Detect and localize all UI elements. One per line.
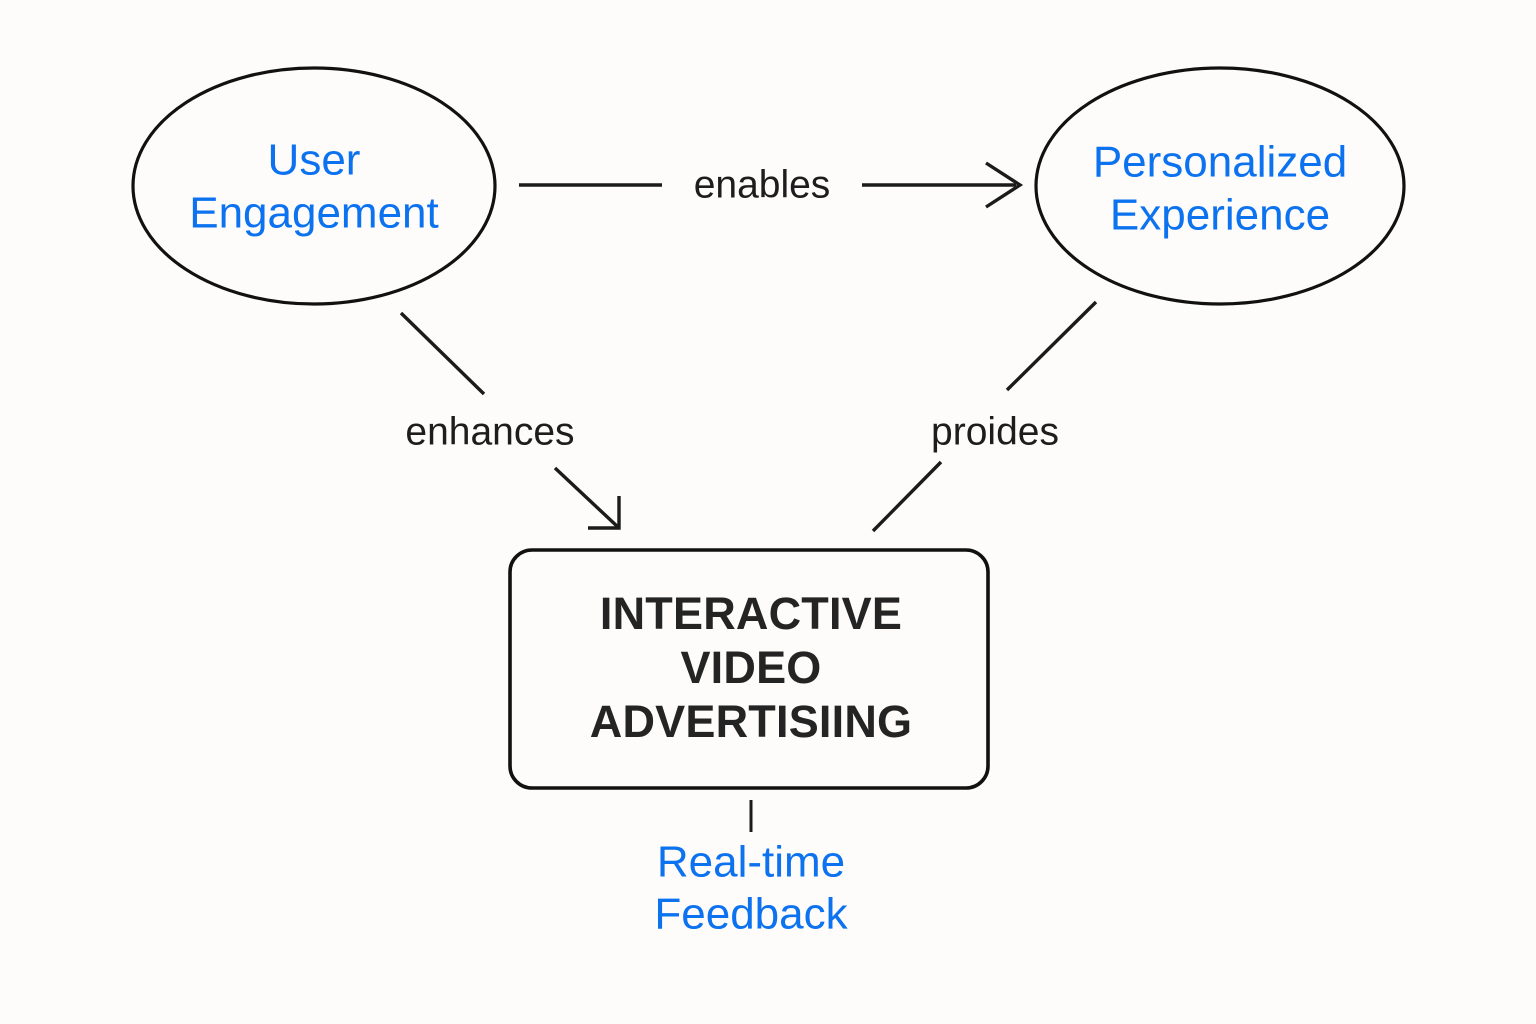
node-personalized-experience-label-line1: Personalized: [1093, 138, 1347, 187]
edge-proides-label: proides: [931, 410, 1059, 453]
node-personalized-experience-shape[interactable]: [1034, 66, 1406, 306]
node-user-engagement-shape[interactable]: [131, 66, 497, 306]
edge-proides-segment-lower: [871, 460, 943, 533]
node-user-engagement[interactable]: User Engagement: [131, 66, 497, 306]
node-personalized-experience-label-line2: Experience: [1110, 191, 1330, 240]
node-real-time-feedback[interactable]: Real-time Feedback: [654, 838, 848, 939]
node-personalized-experience[interactable]: Personalized Experience: [1034, 66, 1406, 306]
node-user-engagement-label-line2: Engagement: [189, 189, 439, 238]
node-interactive-video-advertising-label-line3: ADVERTISIING: [590, 696, 912, 747]
edge-enhances: enhances: [399, 311, 621, 530]
edge-enhances-segment-lower: [553, 466, 621, 530]
node-interactive-video-advertising[interactable]: INTERACTIVE VIDEO ADVERTISIING: [508, 548, 990, 790]
node-user-engagement-label-line1: User: [268, 136, 361, 185]
edge-enables-label: enables: [694, 163, 831, 206]
edge-enhances-segment-upper: [399, 311, 486, 396]
edge-enhances-arrowhead-icon: [588, 496, 621, 530]
edge-enhances-label: enhances: [405, 410, 574, 453]
node-interactive-video-advertising-label-line2: VIDEO: [680, 642, 821, 693]
node-real-time-feedback-label-line1: Real-time: [657, 838, 845, 887]
node-interactive-video-advertising-shape[interactable]: [508, 548, 990, 790]
edge-enables: enables: [519, 161, 1024, 209]
node-interactive-video-advertising-label-line1: INTERACTIVE: [600, 588, 902, 639]
edge-proides: proides: [871, 300, 1098, 533]
edge-proides-segment-upper: [1005, 300, 1098, 392]
node-real-time-feedback-label-line2: Feedback: [654, 890, 848, 939]
edge-enables-arrowhead-icon: [985, 161, 1024, 209]
